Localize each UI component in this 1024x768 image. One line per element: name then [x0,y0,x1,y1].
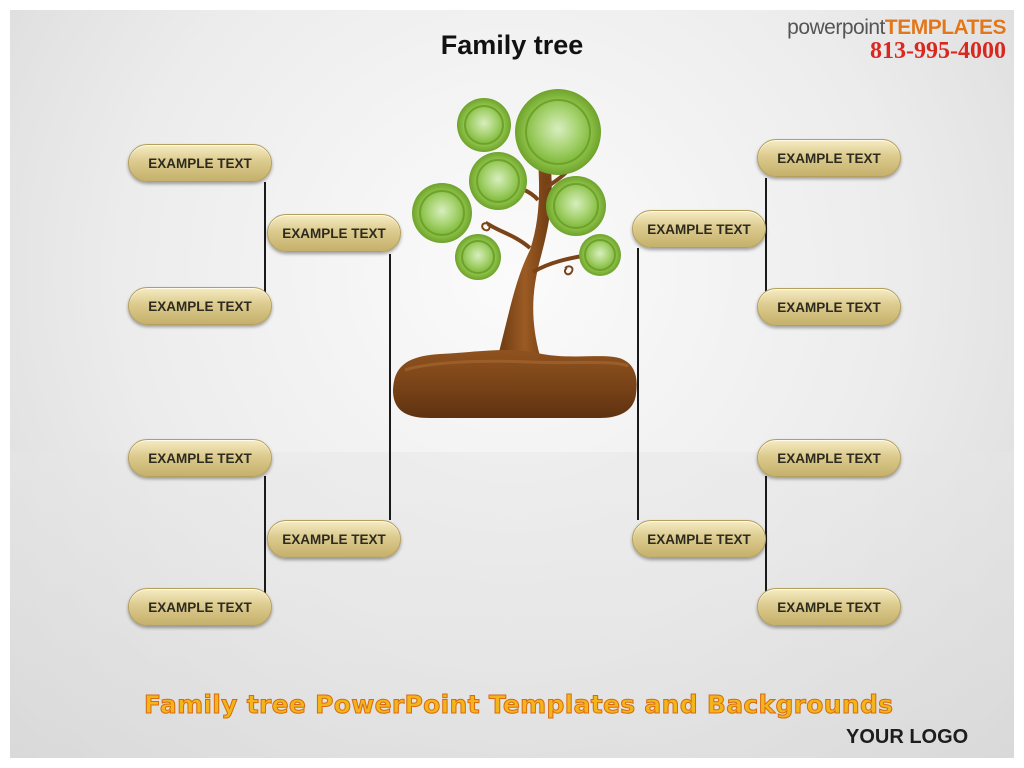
node-label: EXAMPLE TEXT [777,150,881,166]
node-label: EXAMPLE TEXT [282,225,386,241]
node-right-bottom-outer-1: EXAMPLE TEXT [757,439,901,477]
node-label: EXAMPLE TEXT [777,299,881,315]
brand-phone: 813-995-4000 [870,38,1006,64]
node-label: EXAMPLE TEXT [777,599,881,615]
node-label: EXAMPLE TEXT [647,221,751,237]
brand-wordmark: powerpointTEMPLATES [787,16,1006,40]
node-right-top-outer-1: EXAMPLE TEXT [757,139,901,177]
page-title: Family tree [440,30,584,60]
brand-name-accent: TEMPLATES [884,16,1007,39]
node-label: EXAMPLE TEXT [777,450,881,466]
node-label: EXAMPLE TEXT [647,531,751,547]
node-left-bottom-mid: EXAMPLE TEXT [267,520,401,558]
tree-icon [393,89,637,418]
node-label: EXAMPLE TEXT [148,450,252,466]
node-label: EXAMPLE TEXT [148,298,252,314]
brand-name-plain: powerpoint [787,16,885,39]
node-right-top-mid: EXAMPLE TEXT [632,210,766,248]
node-left-top-outer-2: EXAMPLE TEXT [128,287,272,325]
node-left-top-mid: EXAMPLE TEXT [267,214,401,252]
node-right-bottom-mid: EXAMPLE TEXT [632,520,766,558]
node-label: EXAMPLE TEXT [148,599,252,615]
node-right-bottom-outer-2: EXAMPLE TEXT [757,588,901,626]
logo-placeholder: YOUR LOGO [846,726,969,748]
node-left-bottom-outer-1: EXAMPLE TEXT [128,439,272,477]
node-right-top-outer-2: EXAMPLE TEXT [757,288,901,326]
node-left-top-outer-1: EXAMPLE TEXT [128,144,272,182]
node-label: EXAMPLE TEXT [148,155,252,171]
node-left-bottom-outer-2: EXAMPLE TEXT [128,588,272,626]
node-label: EXAMPLE TEXT [282,531,386,547]
footer-caption: Family tree PowerPoint Templates and Bac… [143,690,894,720]
connector-lines [264,89,767,608]
brand-logo: powerpointTEMPLATES 813-995-4000 [787,16,1006,65]
slide: Family tree powerpointTEMPLATES 813-995-… [10,10,1014,758]
